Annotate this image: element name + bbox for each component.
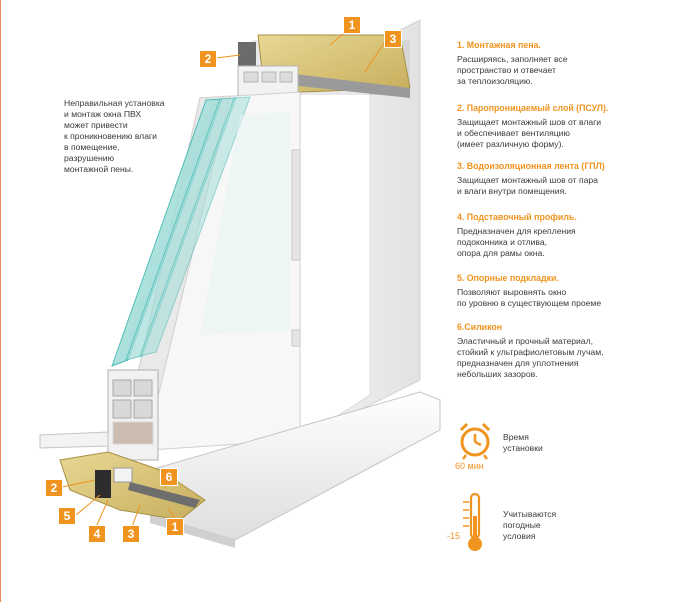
legend-item-desc: Позволяют выровнять окно по уровню в сущ… (457, 287, 602, 308)
bottom-membrane (128, 482, 200, 508)
legend-item-2: 2. Паропроницаемый слой (ПСУЛ). Защищает… (457, 103, 669, 150)
bottom-foam (59, 451, 206, 521)
legend-item-desc: Расширяясь, заполняет все пространство и… (457, 54, 568, 86)
legend-item-4: 4. Подставочный профиль. Предназначен дл… (457, 212, 669, 259)
legend-item-title: 3. Водоизоляционная лента (ГПЛ) (457, 161, 605, 171)
top-psul-tape (238, 42, 256, 66)
thermometer-icon (463, 492, 482, 551)
alarm-clock-icon (459, 422, 491, 460)
installation-time-label: Время установки (503, 432, 543, 453)
legend-item-desc: Защищает монтажный шов от пара и влаги в… (457, 175, 598, 196)
legend-item-title: 4. Подставочный профиль. (457, 212, 577, 222)
wall-block (252, 19, 421, 441)
callout-bottom-3: 3 (122, 525, 140, 543)
callout-top-2: 2 (199, 50, 217, 68)
legend-item-title: 5. Опорные подкладки. (457, 273, 559, 283)
callout-bottom-5: 5 (58, 507, 76, 525)
legend-item-title: 2. Паропроницаемый слой (ПСУЛ). (457, 103, 609, 113)
outer-ebb (39, 431, 109, 449)
installation-time-value: 60 мин (455, 461, 484, 471)
frame-bottom-profile (107, 369, 159, 461)
callout-bottom-2: 2 (45, 479, 63, 497)
hinge (291, 149, 301, 261)
legend-item-desc: Защищает монтажный шов от влаги и обеспе… (457, 117, 602, 149)
legend-item-desc: Эластичный и прочный материал, стойкий к… (457, 336, 604, 379)
glass-unit (111, 96, 290, 367)
legend-item-title: 1. Монтажная пена. (457, 40, 541, 50)
support-block (95, 470, 111, 498)
support-profile (113, 467, 133, 483)
handle-mount (291, 329, 301, 347)
legend-item-desc: Предназначен для крепления подоконника и… (457, 226, 576, 258)
legend-item-1: 1. Монтажная пена. Расширяясь, заполняет… (457, 40, 669, 87)
callout-bottom-1: 1 (166, 518, 184, 536)
callout-top-1: 1 (343, 16, 361, 34)
window-installation-illustration (39, 19, 441, 548)
callout-bottom-6: 6 (160, 468, 178, 486)
warning-note: Неправильная установка и монтаж окна ПВХ… (64, 98, 165, 174)
callout-bottom-4: 4 (88, 525, 106, 543)
weather-conditions-label: Учитываются погодные условия (503, 509, 557, 541)
legend-item-6: 6.Силикон Эластичный и прочный материал,… (457, 322, 669, 380)
page-edge-line (0, 0, 1, 602)
legend-item-title: 6.Силикон (457, 322, 503, 332)
top-membrane (262, 70, 410, 98)
callout-top-3: 3 (384, 30, 402, 48)
legend-item-3: 3. Водоизоляционная лента (ГПЛ) Защищает… (457, 161, 669, 197)
legend-item-5: 5. Опорные подкладки. Позволяют выровнят… (457, 273, 669, 309)
weather-temperature-value: -15 (447, 531, 461, 541)
